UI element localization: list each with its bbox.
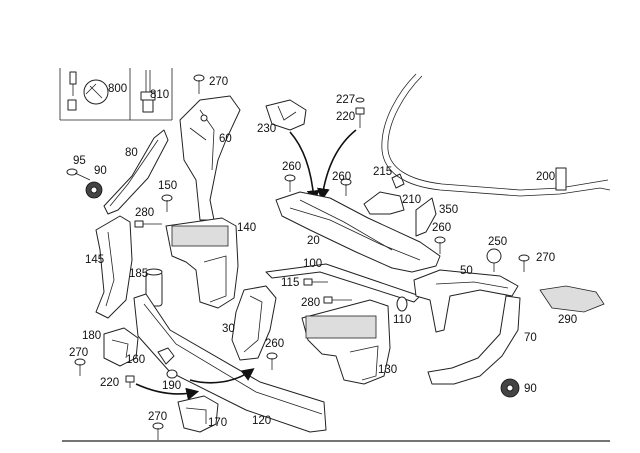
- part-100-bar: [265, 263, 421, 303]
- part-270-bolt-d: [152, 422, 164, 440]
- label-190: 190: [162, 380, 181, 392]
- part-220-screw-bottom: [125, 375, 135, 388]
- part-145-side-member: [95, 215, 133, 319]
- label-260-c: 260: [432, 222, 451, 234]
- label-115: 115: [281, 277, 299, 289]
- label-20: 20: [307, 235, 320, 247]
- part-210-bracket: [363, 191, 405, 215]
- label-280-right: 280: [301, 297, 320, 309]
- part-215-clip: [391, 173, 405, 189]
- label-170: 170: [208, 417, 227, 429]
- part-180-bracket: [103, 327, 139, 367]
- label-215: 215: [373, 166, 392, 178]
- label-260-b: 260: [332, 171, 351, 183]
- label-50: 50: [460, 265, 473, 277]
- label-250: 250: [488, 236, 507, 248]
- part-190-washer: [166, 369, 178, 379]
- part-270-bolt-right: [518, 254, 530, 272]
- label-230: 230: [257, 123, 276, 135]
- part-270-bolt-top: [193, 74, 205, 94]
- part-810-bolt: [140, 70, 156, 113]
- part-20-cross-member: [275, 191, 441, 273]
- arrow-220-to-20: [317, 129, 357, 202]
- label-227: 227: [336, 94, 355, 106]
- label-80: 80: [125, 147, 138, 159]
- part-200-hose: [381, 73, 611, 197]
- label-150: 150: [158, 180, 177, 192]
- label-90-left: 90: [94, 165, 107, 177]
- label-140: 140: [237, 222, 256, 234]
- label-70: 70: [524, 332, 537, 344]
- arrow-220-to-170: [135, 383, 200, 401]
- label-110: 110: [393, 314, 411, 326]
- label-270-right: 270: [536, 252, 555, 264]
- part-250-clip: [486, 248, 502, 272]
- label-200: 200: [536, 171, 555, 183]
- label-210: 210: [402, 194, 421, 206]
- label-220-top: 220: [336, 111, 355, 123]
- part-280-screw-left: [134, 220, 162, 228]
- part-270-bolt-c: [74, 358, 86, 376]
- label-280-left: 280: [135, 207, 154, 219]
- label-180: 180: [82, 330, 101, 342]
- label-350: 350: [439, 204, 458, 216]
- label-120: 120: [252, 415, 271, 427]
- part-227-washer: [355, 97, 365, 103]
- part-120-bumper-carrier: [133, 293, 327, 433]
- label-220-bottom: 220: [100, 377, 119, 389]
- label-810: 810: [150, 89, 169, 101]
- part-170-bracket: [177, 395, 219, 433]
- inset-frame: [59, 68, 173, 121]
- part-70-support-arm: [427, 295, 521, 385]
- part-50-bracket: [413, 269, 519, 333]
- label-100: 100: [303, 258, 322, 270]
- part-280-screw-right: [323, 296, 352, 304]
- arrow-230-to-20: [289, 131, 320, 204]
- part-140-holder: [165, 217, 239, 309]
- part-90-mount-left: [85, 181, 103, 199]
- part-220-screw-top: [355, 107, 365, 128]
- part-60-bracket: [179, 95, 241, 221]
- part-115-screw: [303, 278, 328, 286]
- label-260-d: 260: [265, 338, 284, 350]
- part-150-bolt: [161, 194, 173, 212]
- part-290-cover: [539, 285, 605, 313]
- part-350-bracket: [415, 197, 437, 237]
- part-260-bolt-a: [284, 174, 296, 192]
- label-270-bottom: 270: [148, 411, 167, 423]
- part-230-mount: [265, 99, 307, 131]
- label-185: 185: [129, 268, 148, 280]
- label-270-left: 270: [69, 347, 88, 359]
- label-60: 60: [219, 133, 232, 145]
- part-260-bolt-b: [340, 178, 352, 196]
- part-80-strut: [103, 129, 169, 215]
- label-270-top: 270: [209, 76, 228, 88]
- label-160: 160: [126, 354, 145, 366]
- part-30-bracket: [231, 285, 277, 361]
- label-90-right: 90: [524, 383, 537, 395]
- label-130: 130: [378, 364, 397, 376]
- part-90-mount-right: [500, 378, 520, 398]
- part-160-clip: [157, 347, 175, 365]
- label-95: 95: [73, 155, 86, 167]
- part-260-bolt-d: [266, 352, 278, 370]
- part-185-buffer: [145, 268, 163, 307]
- part-95-bolt: [66, 168, 91, 181]
- part-260-bolt-c: [434, 236, 446, 254]
- label-260-a: 260: [282, 161, 301, 173]
- label-290: 290: [558, 314, 577, 326]
- part-800-bolts: [67, 71, 109, 111]
- arrow-190-to-120: [189, 368, 255, 384]
- label-145: 145: [85, 254, 104, 266]
- part-130-holder: [301, 299, 391, 385]
- label-30: 30: [222, 323, 235, 335]
- label-800: 800: [108, 83, 127, 95]
- part-labels: 800 810 270 60 95 90 80 150 280 140 145 …: [69, 76, 577, 429]
- part-110-washer: [396, 296, 408, 312]
